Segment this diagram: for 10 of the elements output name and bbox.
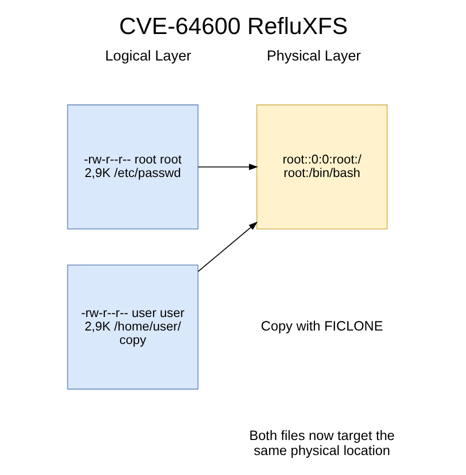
- label: Copy with FICLONE: [260, 318, 383, 334]
- label: Physical Layer: [266, 48, 360, 64]
- arrow: [197, 222, 258, 272]
- label: Logical Layer: [104, 48, 191, 64]
- arrow: [197, 164, 258, 170]
- diagram-title: CVE-64600 RefluXFS: [118, 13, 348, 40]
- node-box: -rw-r--r-- user user 2,9K /home/user/ copy: [66, 264, 198, 390]
- label: Both files now target the same physical location: [248, 428, 394, 458]
- node-box: -rw-r--r-- root root 2,9K /etc/passwd: [66, 104, 198, 230]
- node-box: root::0:0:root:/ root:/bin/bash: [256, 104, 388, 230]
